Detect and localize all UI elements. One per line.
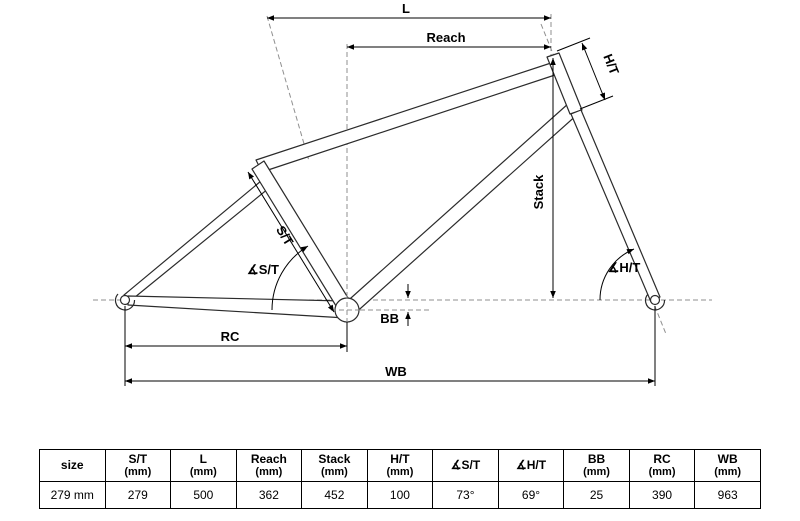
label-rc: RC xyxy=(221,329,240,344)
col-header-label: ∡H/T xyxy=(515,458,547,473)
col-header-unit: (mm) xyxy=(255,466,283,479)
label-reach: Reach xyxy=(426,30,465,45)
col-header-rc: RC(mm) xyxy=(628,449,696,482)
table-row: 279 mm 279 500 362 452 100 73° 69° 25 39… xyxy=(39,481,761,509)
dimension-lines xyxy=(124,15,656,386)
front-dropout-plate xyxy=(644,293,666,311)
label-ht: H/T xyxy=(600,52,622,77)
geometry-table: size S/T(mm) L(mm) Reach(mm) Stack(mm) H… xyxy=(39,449,761,509)
col-header-angle-st: ∡S/T xyxy=(432,449,499,482)
col-header-label: size xyxy=(60,458,84,473)
col-header-label: ∡S/T xyxy=(450,458,481,473)
col-header-unit: (mm) xyxy=(386,466,414,479)
seat-tube xyxy=(251,160,354,315)
col-header-unit: (mm) xyxy=(189,466,217,479)
dim-line-st xyxy=(247,171,335,313)
bb-crosshair xyxy=(331,294,363,326)
col-header-ht: H/T(mm) xyxy=(366,449,434,482)
ht-extension-bottom xyxy=(579,95,614,110)
col-header-stack: Stack(mm) xyxy=(301,449,368,482)
cell-l: 500 xyxy=(170,481,237,509)
col-header-reach: Reach(mm) xyxy=(235,449,303,482)
front-dropout xyxy=(649,294,661,306)
col-header-bb: BB(mm) xyxy=(563,449,630,482)
col-header-l: L(mm) xyxy=(170,449,237,482)
head-angle-arc xyxy=(599,248,635,301)
col-header-unit: (mm) xyxy=(124,466,152,479)
col-header-wb: WB(mm) xyxy=(694,449,761,482)
frame-geometry-diagram: L Reach Stack H/T S/T ∡S/T ∡H/T BB RC WB xyxy=(93,1,712,386)
label-bb: BB xyxy=(380,311,399,326)
fork xyxy=(570,109,661,303)
bike-frame-drawing xyxy=(114,52,666,323)
label-l: L xyxy=(402,1,410,16)
col-header-unit: (mm) xyxy=(583,466,610,479)
cell-bb: 25 xyxy=(563,481,630,509)
col-header-label: BB xyxy=(587,451,606,466)
col-header-angle-ht: ∡H/T xyxy=(497,449,565,482)
col-header-label: Reach xyxy=(250,451,287,466)
rear-dropout xyxy=(119,294,131,306)
dimension-labels: L Reach Stack H/T S/T ∡S/T ∡H/T BB RC WB xyxy=(221,1,641,379)
label-angle-st: ∡S/T xyxy=(247,262,279,277)
col-header-size: size xyxy=(39,449,106,482)
col-header-unit: (mm) xyxy=(648,466,676,479)
table-header-row: size S/T(mm) L(mm) Reach(mm) Stack(mm) H… xyxy=(39,449,761,482)
cell-size: 279 mm xyxy=(39,481,106,509)
col-header-label: S/T xyxy=(128,451,148,466)
dim-line-ht xyxy=(581,42,606,101)
col-header-unit: (mm) xyxy=(320,466,348,479)
cell-angle-st: 73° xyxy=(432,481,499,509)
col-header-label: WB xyxy=(717,451,738,466)
rear-dropout-plate xyxy=(114,293,136,311)
col-header-unit: (mm) xyxy=(714,466,742,479)
cell-reach: 362 xyxy=(235,481,303,509)
col-header-label: Stack xyxy=(318,451,351,466)
col-header-st: S/T(mm) xyxy=(104,449,172,482)
cell-st: 279 xyxy=(104,481,172,509)
seat-angle-arc xyxy=(271,245,309,311)
seat-axis-extension xyxy=(266,15,310,162)
col-header-label: H/T xyxy=(390,451,410,466)
seat-stay xyxy=(123,175,275,303)
ht-extension-top xyxy=(556,37,591,52)
chain-stay xyxy=(127,295,347,319)
label-stack: Stack xyxy=(531,174,546,209)
col-header-label: L xyxy=(199,451,207,466)
cell-angle-ht: 69° xyxy=(497,481,565,509)
cell-wb: 963 xyxy=(694,481,761,509)
col-header-label: RC xyxy=(653,451,671,466)
cell-rc: 390 xyxy=(628,481,696,509)
label-angle-ht: ∡H/T xyxy=(608,260,641,275)
cell-stack: 452 xyxy=(301,481,368,509)
head-tube xyxy=(546,52,583,115)
cell-ht: 100 xyxy=(366,481,434,509)
label-wb: WB xyxy=(385,364,407,379)
